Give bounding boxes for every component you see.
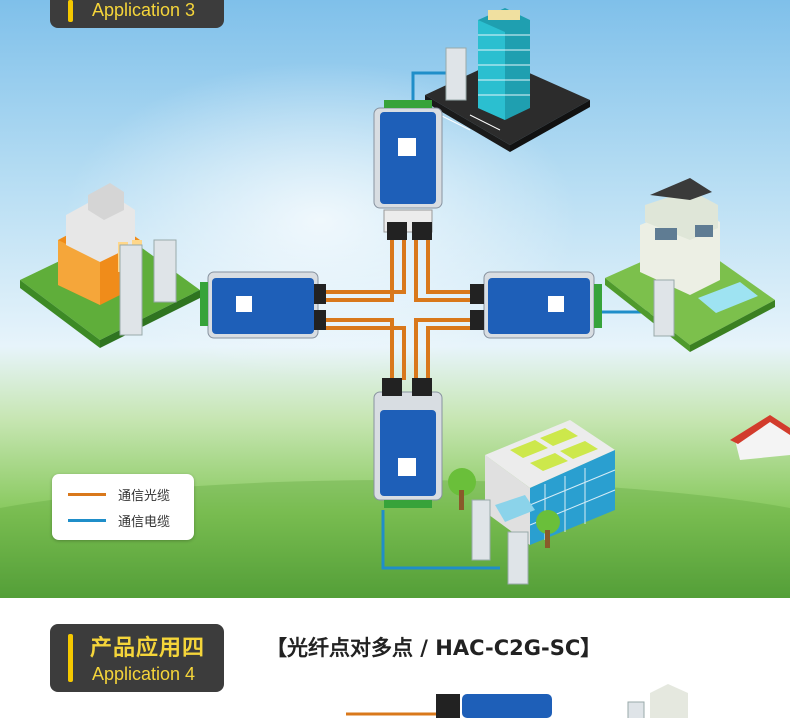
- application-3-label: Application 3: [92, 0, 196, 20]
- device-bottom: [373, 378, 443, 508]
- device-left: [200, 271, 326, 339]
- application-4-badge: 产品应用四 Application 4: [50, 624, 224, 692]
- building-left: [20, 183, 200, 348]
- legend-label-fiber: 通信光缆: [118, 488, 171, 504]
- badge-accent-bar: [68, 0, 73, 22]
- network-diagram-scene: Application 3: [0, 0, 790, 598]
- section-4-preview: [346, 684, 688, 718]
- application-3-badge: Application 3: [50, 0, 224, 28]
- application-4-cn-label: 产品应用四: [90, 636, 206, 661]
- device-right: [470, 271, 602, 339]
- legend-item-fiber: 通信光缆: [68, 484, 170, 504]
- device-top: [373, 100, 443, 240]
- legend-label-cable: 通信电缆: [118, 514, 171, 530]
- distant-house: [730, 415, 790, 460]
- building-right: [605, 178, 775, 352]
- legend-line-fiber: [68, 492, 106, 496]
- badge-accent-bar: [68, 634, 73, 682]
- legend: 通信光缆 通信电缆: [52, 474, 194, 540]
- legend-item-cable: 通信电缆: [68, 510, 170, 530]
- building-top: [425, 8, 590, 152]
- building-bottom: [448, 420, 616, 585]
- topology-svg: [0, 8, 790, 598]
- legend-line-cable: [68, 518, 106, 522]
- section-4-title: 【光纤点对多点 / HAC-C2G-SC】: [266, 636, 602, 660]
- fiber-links: [325, 240, 470, 380]
- section-4: 产品应用四 Application 4: [0, 598, 790, 718]
- application-4-en-label: Application 4: [92, 664, 196, 684]
